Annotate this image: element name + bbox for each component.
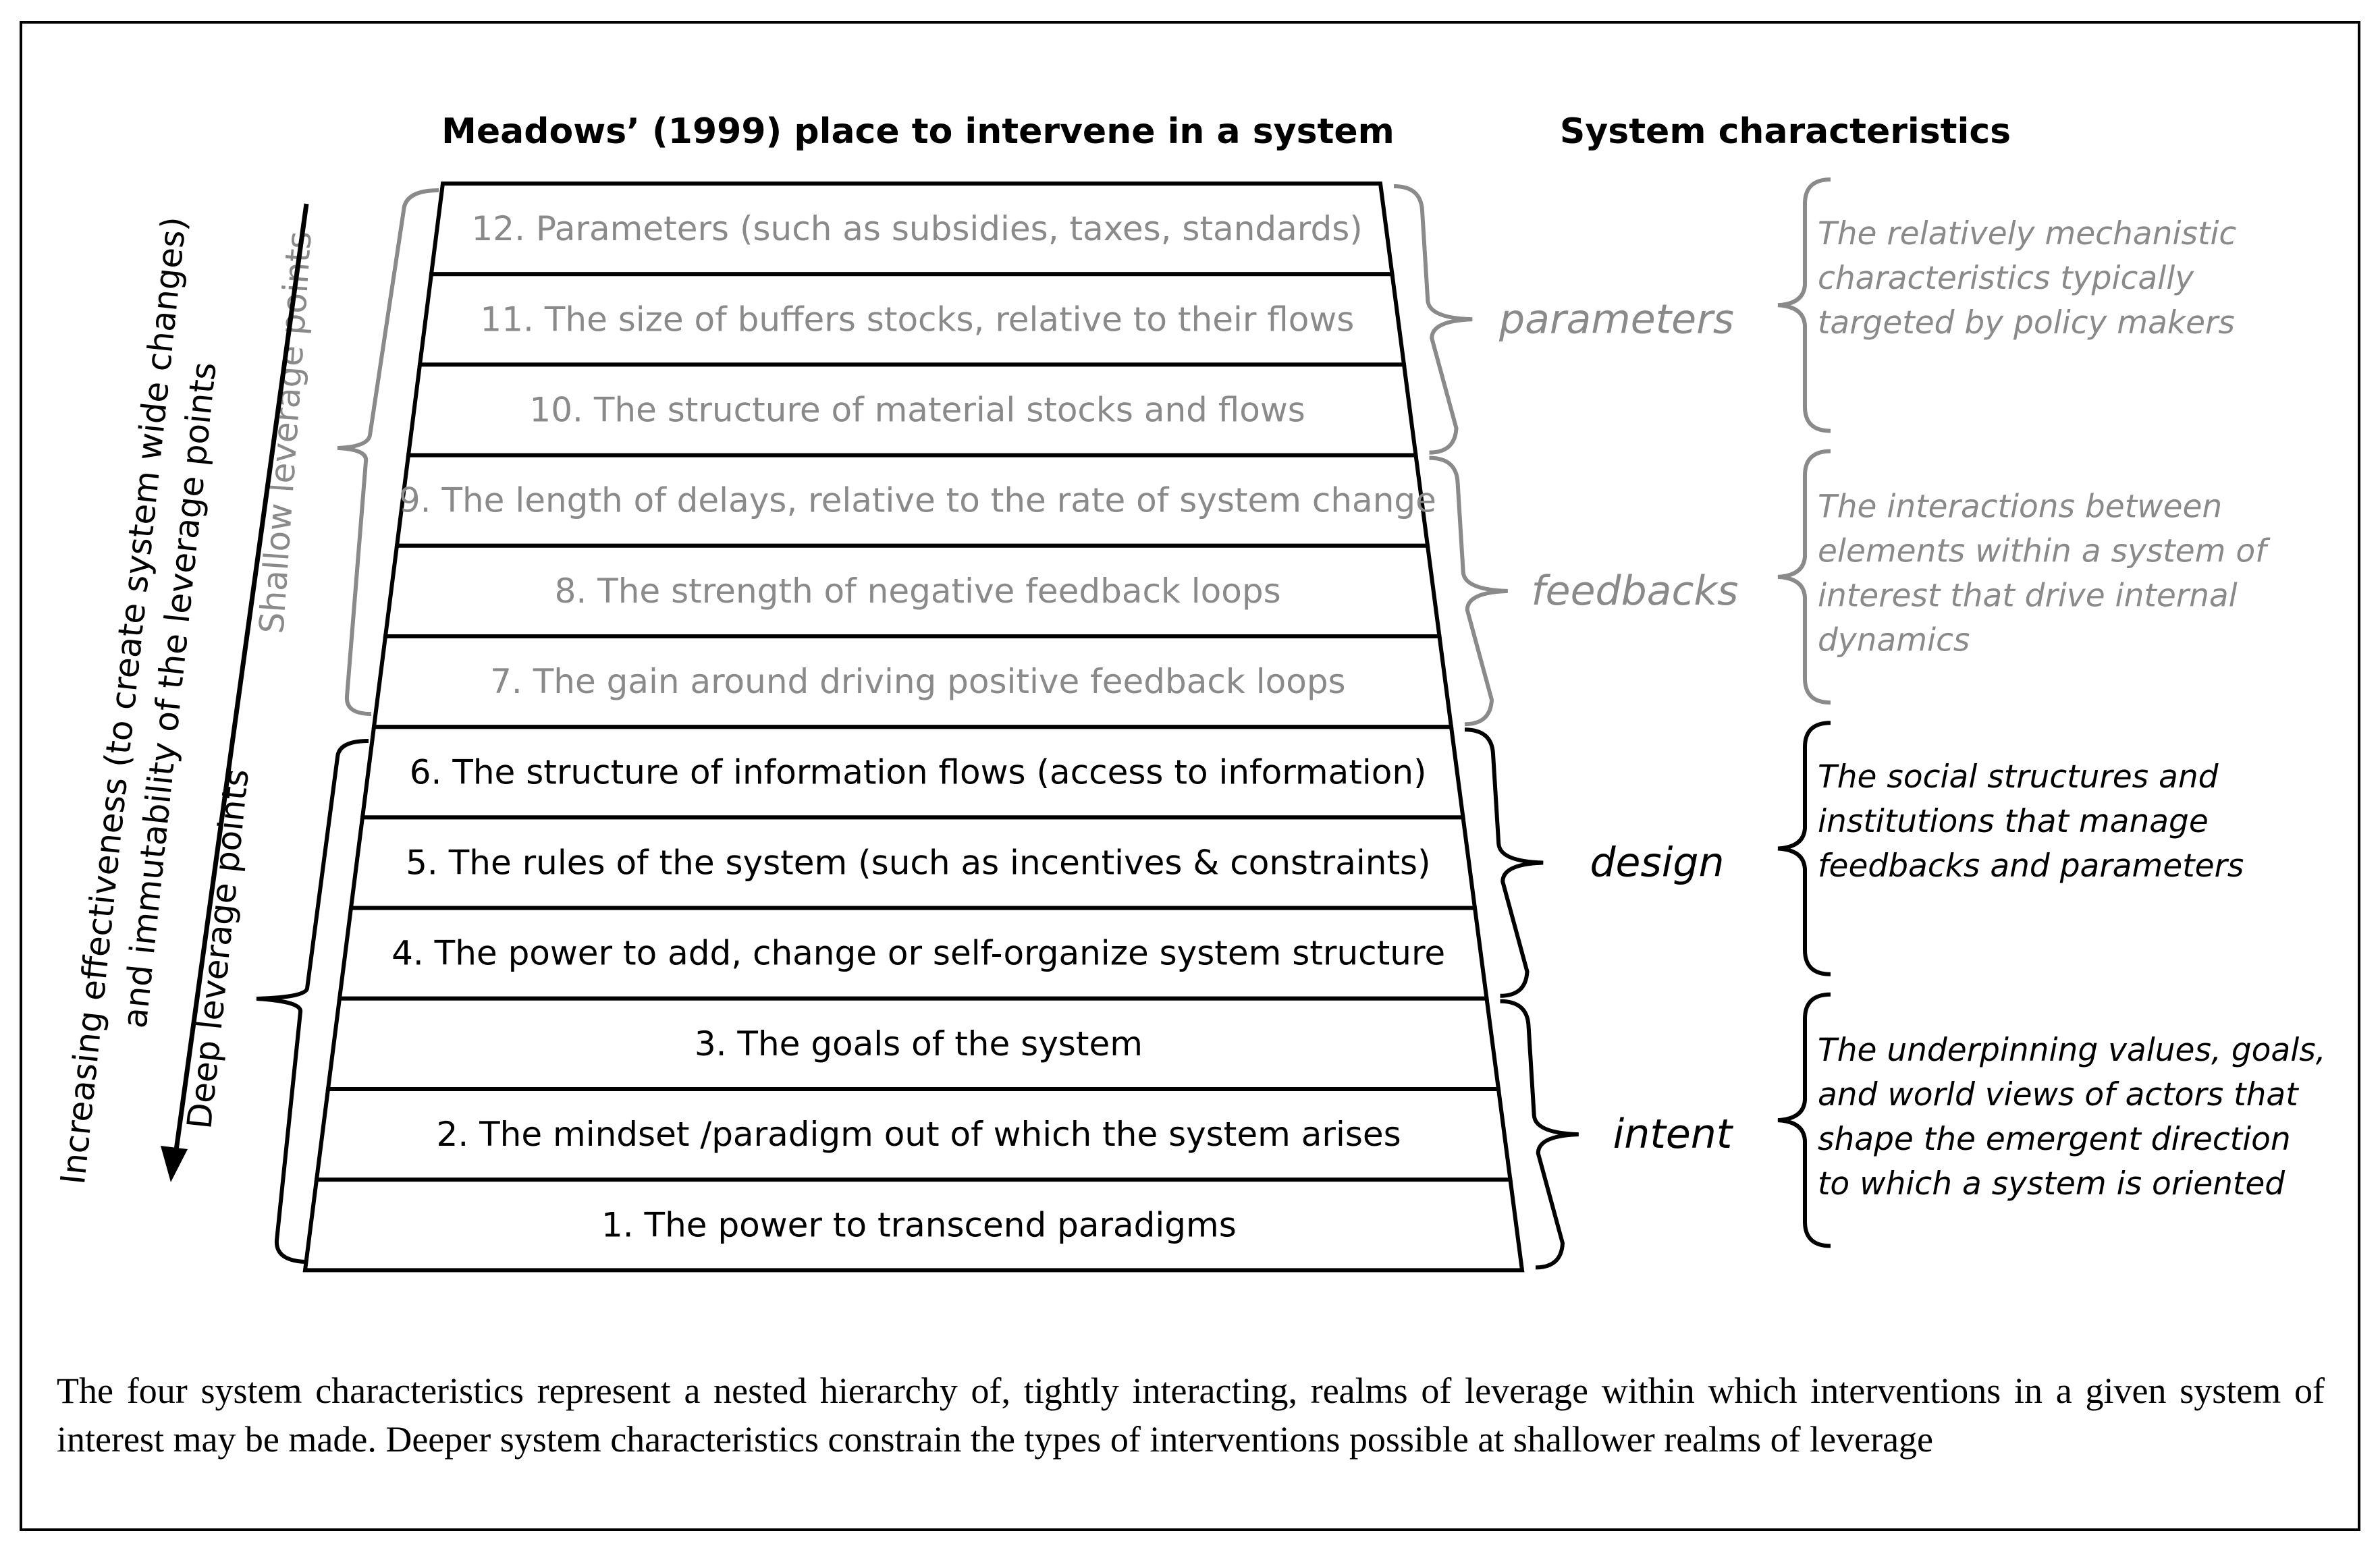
deep-leverage-label: Deep leverage points — [180, 767, 256, 1131]
characteristic-brace — [1429, 455, 1508, 727]
effectiveness-arrow-head — [161, 1146, 188, 1182]
figure-border — [20, 21, 2360, 1531]
deep-bracket — [256, 739, 369, 1264]
shallow-bracket — [337, 188, 439, 716]
leverage-point-label: 6. The structure of information flows (a… — [410, 752, 1427, 792]
characteristic-description-line: elements within a system of — [1818, 533, 2271, 570]
description-brace — [1777, 177, 1831, 433]
leverage-point-label: 2. The mindset /paradigm out of which th… — [437, 1115, 1401, 1154]
effectiveness-arrow-shaft — [173, 203, 309, 1156]
characteristic-description-line: The social structures and — [1818, 758, 2219, 796]
shallow-leverage-label: Shallow leverage points — [252, 230, 319, 635]
description-brace — [1777, 992, 1831, 1248]
leverage-point-label: 7. The gain around driving positive feed… — [490, 662, 1345, 701]
characteristic-description-line: and world views of actors that — [1818, 1076, 2299, 1113]
left-heading: Meadows’ (1999) place to intervene in a … — [441, 111, 1395, 152]
characteristic-description-line: The relatively mechanistic — [1818, 215, 2236, 252]
characteristic-brace — [1464, 727, 1544, 998]
characteristic-description-line: targeted by policy makers — [1818, 304, 2235, 341]
leverage-point-label: 8. The strength of negative feedback loo… — [555, 572, 1281, 611]
system-characteristics: parameters The relatively mechanistic char… — [1393, 177, 2326, 1270]
right-heading: System characteristics — [1560, 111, 2011, 152]
leverage-point-label: 1. The power to transcend paradigms — [601, 1205, 1237, 1244]
characteristic-description-line: interest that drive internal — [1818, 578, 2238, 615]
characteristic-description-line: feedbacks and parameters — [1818, 848, 2244, 885]
characteristic-label: intent — [1613, 1111, 1734, 1158]
characteristic-description-line: The interactions between — [1818, 489, 2222, 526]
leverage-point-label: 4. The power to add, change or self-orga… — [391, 934, 1445, 973]
characteristic-label: parameters — [1498, 296, 1734, 343]
characteristic-brace — [1393, 184, 1473, 455]
leverage-point-label: 3. The goals of the system — [695, 1024, 1143, 1063]
characteristic-description-line: shape the emergent direction — [1818, 1121, 2291, 1158]
leverage-point-label: 5. The rules of the system (such as ince… — [406, 843, 1430, 883]
characteristic-description-line: The underpinning values, goals, — [1818, 1032, 2326, 1069]
leverage-point-label: 9. The length of delays, relative to the… — [399, 481, 1436, 520]
description-brace — [1777, 721, 1831, 976]
ladder-rung — [302, 1177, 1525, 1273]
characteristic-description-line: characteristics typically — [1818, 260, 2194, 297]
description-brace — [1777, 449, 1831, 705]
leverage-point-label: 12. Parameters (such as subsidies, taxes… — [471, 209, 1362, 248]
characteristic-description-line: institutions that manage — [1818, 803, 2209, 840]
characteristic-description-line: to which a system is oriented — [1818, 1165, 2286, 1202]
intervention-ladder: 12. Parameters (such as subsidies, taxes… — [302, 182, 1525, 1273]
figure-caption: The four system characteristics represen… — [57, 1370, 2325, 1460]
leverage-point-label: 10. The structure of material stocks and… — [529, 391, 1305, 430]
characteristic-description-line: dynamics — [1818, 622, 1970, 659]
characteristic-label: feedbacks — [1532, 567, 1739, 615]
characteristic-label: design — [1590, 839, 1724, 887]
leverage-point-label: 11. The size of buffers stocks, relative… — [480, 300, 1354, 339]
characteristic-brace — [1500, 999, 1579, 1270]
